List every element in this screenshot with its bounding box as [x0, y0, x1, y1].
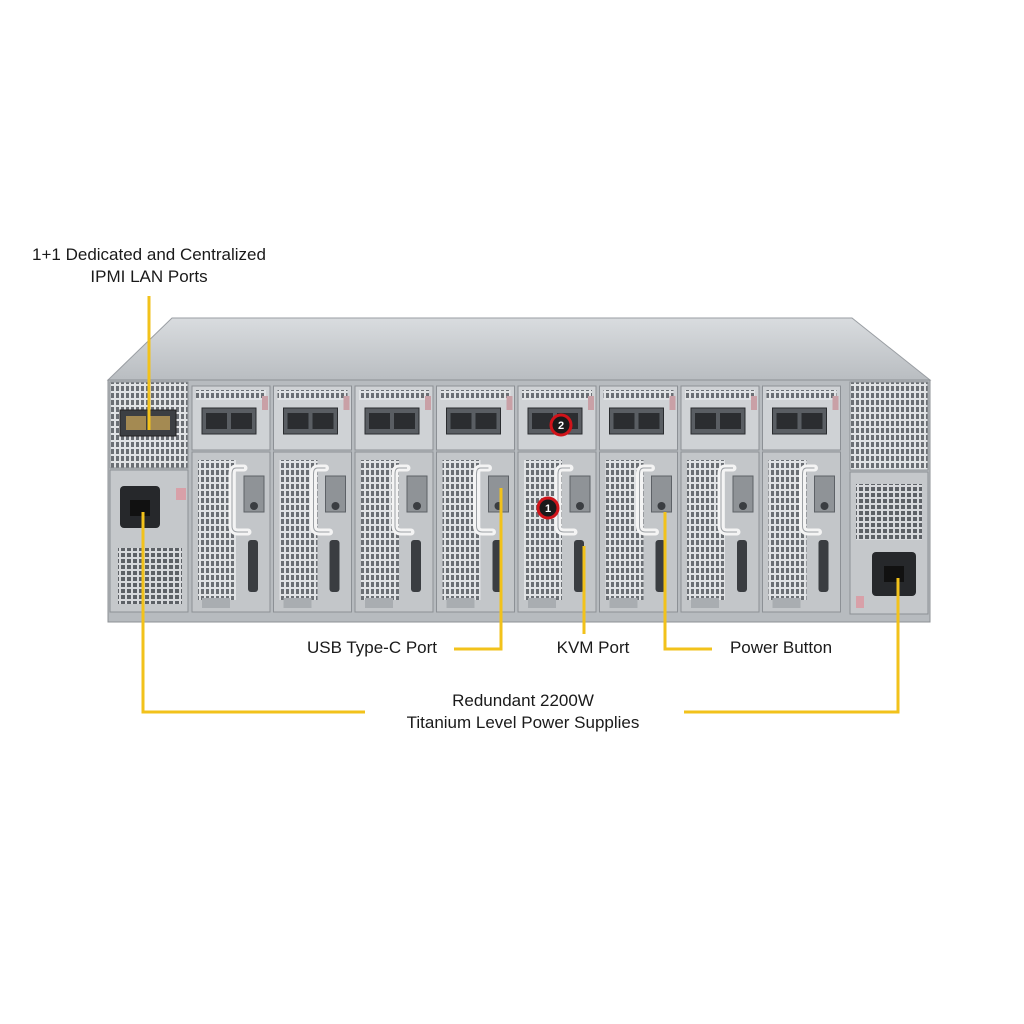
kvm-connector-icon	[655, 540, 666, 592]
node-top-vent	[277, 390, 348, 400]
server-node	[354, 385, 434, 613]
node-foot	[691, 598, 719, 608]
node-nic-port	[532, 413, 553, 429]
kvm-connector-icon	[248, 540, 258, 592]
node-nic-port	[475, 413, 497, 429]
usb-callout: USB Type-C Port	[306, 638, 438, 657]
power-button-icon	[331, 502, 340, 510]
node-latch	[669, 396, 676, 410]
marker-2: 2	[549, 413, 573, 437]
power-button-icon	[576, 502, 584, 510]
marker-1-label: 1	[545, 503, 551, 515]
ipmi-callout-line1: 1+1 Dedicated and Centralized	[32, 245, 266, 264]
psu-callout: Redundant 2200W Titanium Level Power Sup…	[372, 690, 674, 734]
right-vent-module	[849, 381, 929, 471]
node-nic-port	[312, 413, 334, 429]
node-nic-port	[720, 413, 741, 429]
server-node	[191, 385, 271, 613]
node-foot	[446, 598, 475, 608]
power-button-icon	[657, 502, 666, 510]
node-handle-edge	[557, 467, 574, 533]
node-top-vent	[685, 390, 755, 400]
node-top-vent	[603, 390, 674, 400]
server-node	[599, 385, 678, 613]
node-handle-edge	[313, 467, 330, 533]
node-nic-port	[206, 413, 227, 429]
leader-lines	[141, 296, 900, 714]
node-nic-port	[638, 413, 660, 429]
node-handle-edge	[802, 467, 819, 533]
node-nic-port	[613, 413, 635, 429]
node-nic-port	[394, 413, 415, 429]
node-top-vent	[440, 390, 511, 400]
usb-c-port-icon	[651, 475, 672, 513]
node-handle-edge	[720, 467, 737, 533]
psu-callout-line1: Redundant 2200W	[452, 691, 594, 710]
node-latch	[343, 396, 350, 410]
node-nic-port	[776, 413, 798, 429]
node-handle-edge	[476, 467, 493, 533]
node-nic-port	[287, 413, 309, 429]
node-top-vent	[766, 390, 837, 400]
power-button-icon	[820, 502, 829, 510]
node-latch	[751, 396, 757, 410]
power-button-icon	[739, 502, 747, 510]
node-latch	[506, 396, 513, 410]
node-foot	[528, 598, 556, 608]
ipmi-callout-line2: IPMI LAN Ports	[90, 267, 208, 286]
leader-power-button	[663, 512, 712, 651]
node-latch	[262, 396, 268, 410]
node-foot	[202, 598, 230, 608]
node-nic-port	[695, 413, 716, 429]
power-button-icon	[250, 502, 258, 510]
node-foot	[609, 598, 638, 608]
kvm-connector-icon	[411, 540, 421, 592]
server-node	[762, 385, 841, 613]
node-handle-edge	[639, 467, 656, 533]
usb-c-port-icon	[569, 475, 591, 513]
ipmi-callout: 1+1 Dedicated and Centralized IPMI LAN P…	[18, 244, 280, 288]
node-handle-edge	[231, 467, 248, 533]
power-button-icon	[413, 502, 421, 510]
usb-c-port-icon	[814, 475, 835, 513]
usb-c-port-icon	[325, 475, 346, 513]
usb-c-port-icon	[243, 475, 265, 513]
leader-psu-left	[141, 512, 365, 714]
node-foot	[365, 598, 393, 608]
server-node	[273, 385, 352, 613]
kvm-connector-icon	[737, 540, 747, 592]
vent-grille-icon	[118, 548, 182, 604]
node-latch	[425, 396, 431, 410]
kvm-connector-icon	[329, 540, 340, 592]
kvm-callout: KVM Port	[556, 638, 630, 657]
node-nic-port	[450, 413, 472, 429]
chassis-top	[106, 317, 932, 381]
node-latch	[588, 396, 594, 410]
server-node	[680, 385, 760, 613]
leader-usb	[454, 488, 503, 651]
psu-callout-line2: Titanium Level Power Supplies	[406, 713, 640, 732]
kvm-connector-icon	[818, 540, 829, 592]
usb-c-port-icon	[732, 475, 754, 513]
server-node	[436, 385, 515, 613]
node-nic-port	[369, 413, 390, 429]
marker-2-label: 2	[558, 420, 564, 432]
power-button-callout: Power Button	[729, 638, 833, 657]
node-foot	[283, 598, 312, 608]
node-latch	[832, 396, 839, 410]
node-nic-port	[231, 413, 252, 429]
node-foot	[772, 598, 801, 608]
node-top-vent	[522, 390, 592, 400]
node-top-vent	[359, 390, 429, 400]
leader-psu-right	[684, 578, 900, 714]
marker-1: 1	[536, 496, 560, 520]
usb-c-port-icon	[406, 475, 428, 513]
node-top-vent	[196, 390, 266, 400]
node-handle-edge	[394, 467, 411, 533]
node-nic-port	[801, 413, 823, 429]
usb-c-port-icon	[488, 475, 509, 513]
kvm-connector-icon	[574, 540, 584, 592]
